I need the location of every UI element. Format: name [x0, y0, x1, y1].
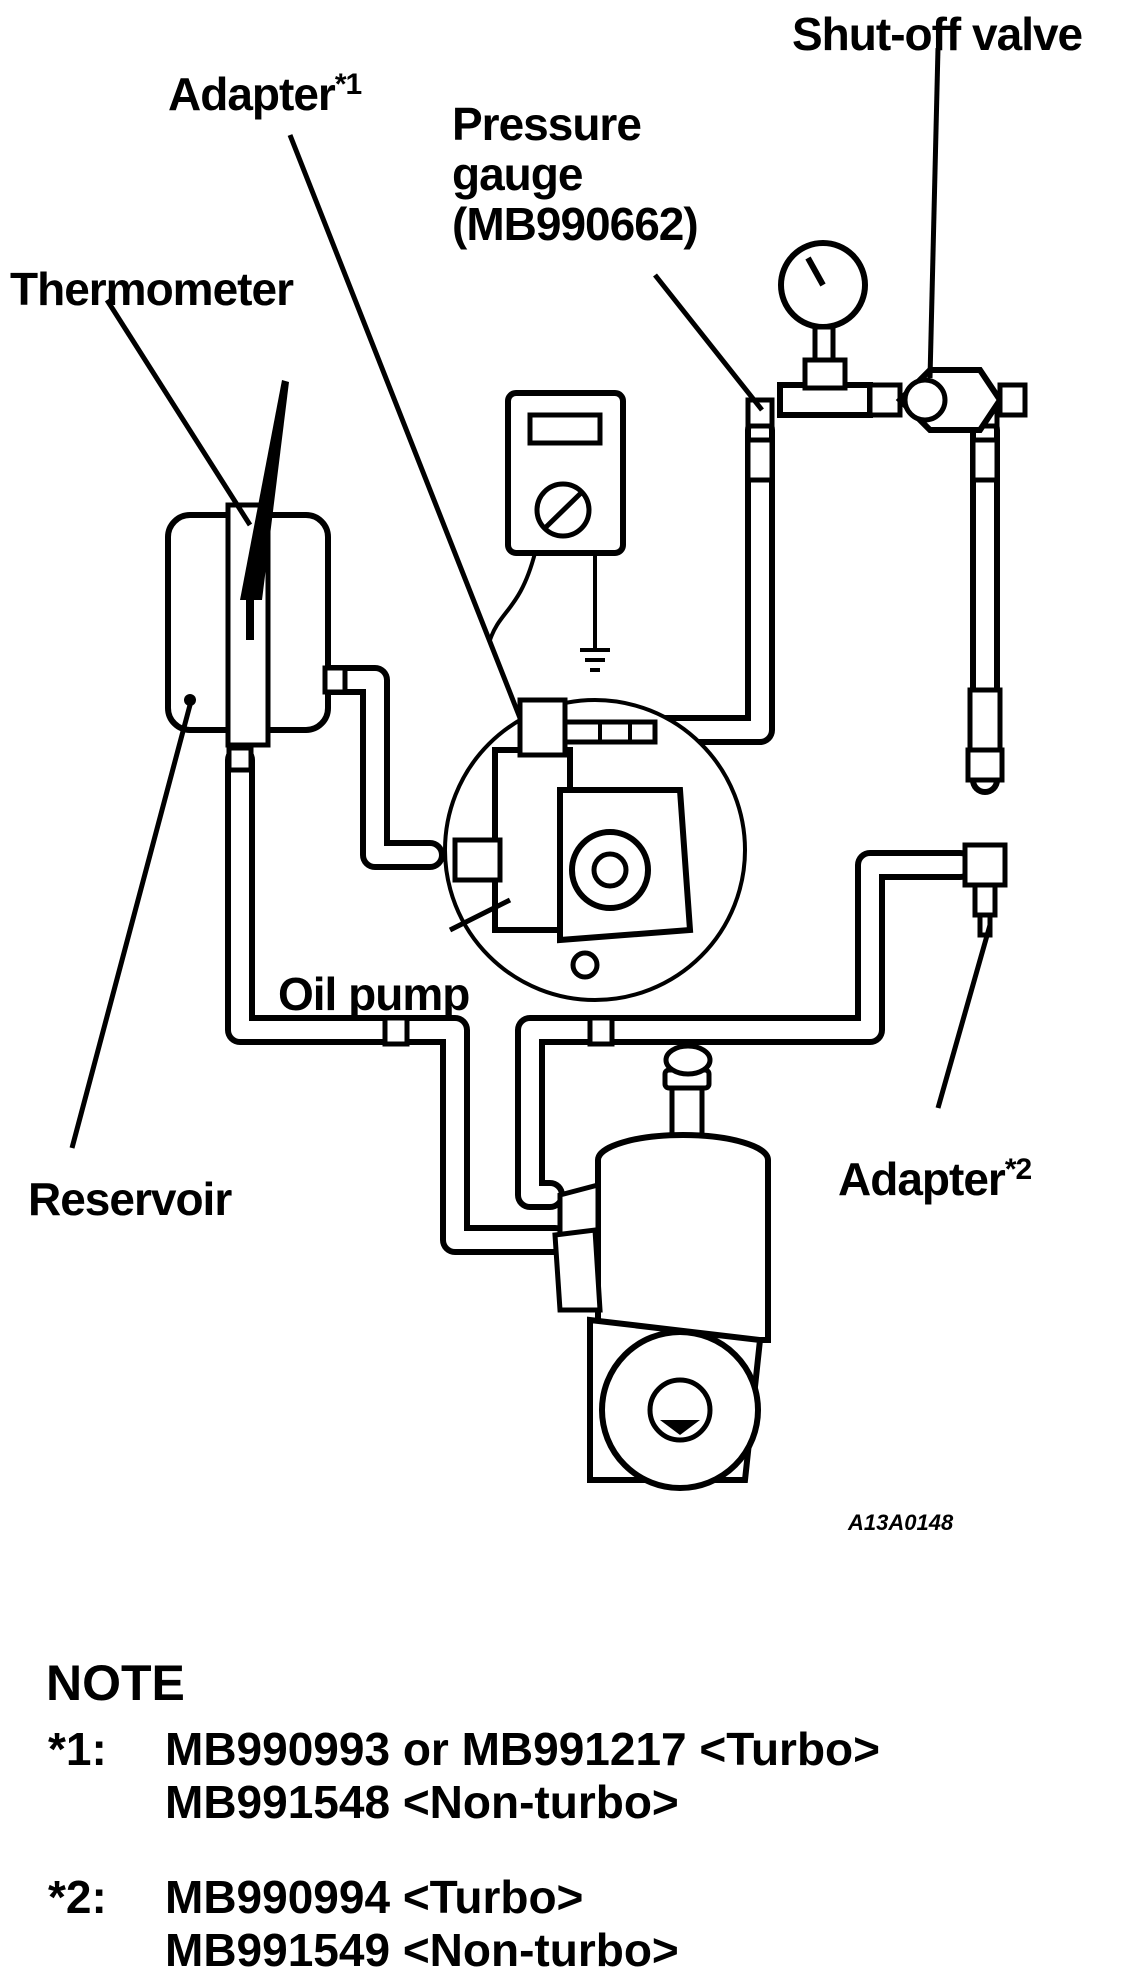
- leader-lines: [69, 47, 993, 1149]
- note-heading: NOTE: [46, 1655, 185, 1711]
- hose-lines: [225, 397, 1008, 1255]
- note-item-2-line2: MB991549 <Non-turbo>: [165, 1924, 679, 1976]
- steering-gear-box: [552, 1043, 771, 1491]
- note-item-1-key: *1:: [48, 1723, 107, 1775]
- note-item-1-line2: MB991548 <Non-turbo>: [165, 1776, 679, 1828]
- note-item-1-line1: MB990993 or MB991217 <Turbo>: [165, 1723, 880, 1775]
- label-shut-off-valve: Shut-off valve: [792, 8, 1083, 60]
- label-adapter-1-sup: *1: [335, 68, 362, 101]
- label-pressure-gauge-line2: gauge: [452, 148, 583, 200]
- label-adapter-2: Adapter*2: [838, 1153, 1031, 1205]
- label-adapter-2-text: Adapter: [838, 1153, 1006, 1205]
- oil-pump: [443, 697, 747, 1002]
- note-item-2-key: *2:: [48, 1871, 107, 1923]
- thermometer: [240, 380, 289, 640]
- note-item-2-line1: MB990994 <Turbo>: [165, 1871, 583, 1923]
- shut-off-valve: [867, 367, 1028, 433]
- multimeter: [488, 390, 626, 672]
- label-oil-pump: Oil pump: [278, 968, 469, 1020]
- label-adapter-1: Adapter*1: [168, 68, 361, 120]
- label-adapter-1-text: Adapter: [168, 68, 336, 120]
- label-thermometer: Thermometer: [10, 263, 294, 315]
- label-adapter-2-sup: *2: [1005, 1153, 1032, 1186]
- label-pressure-gauge-line3: (MB990662): [452, 198, 698, 250]
- pressure-gauge: [777, 240, 873, 418]
- label-reservoir: Reservoir: [28, 1173, 232, 1225]
- figure-code: A13A0148: [847, 1510, 954, 1535]
- note-block: NOTE *1: MB990993 or MB991217 <Turbo> MB…: [46, 1655, 880, 1976]
- label-pressure-gauge-line1: Pressure: [452, 98, 641, 150]
